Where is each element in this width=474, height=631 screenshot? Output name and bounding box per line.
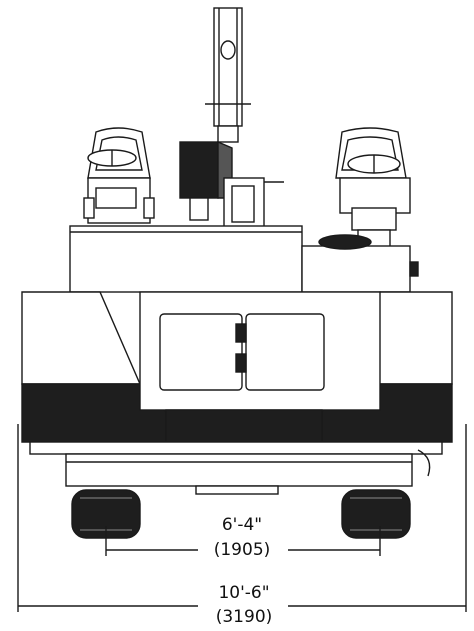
exhaust-stack: [205, 7, 251, 143]
outer-dimension-imperial: 10'-6": [218, 583, 270, 603]
inner-dimension-metric: (1905): [213, 540, 271, 560]
lower-frame: [29, 441, 443, 495]
left-operator-seat: [83, 127, 155, 224]
inner-dimension-line: [105, 526, 381, 556]
inner-dimension-imperial: 6'-4": [221, 515, 263, 535]
main-body: [69, 225, 419, 293]
left-fender: [21, 291, 167, 443]
rear-panel: [139, 291, 381, 443]
right-tire: [341, 489, 411, 539]
right-operator-seat: [335, 127, 411, 249]
outer-dimension-line: [17, 424, 467, 612]
outer-dimension-metric: (3190): [215, 607, 273, 627]
